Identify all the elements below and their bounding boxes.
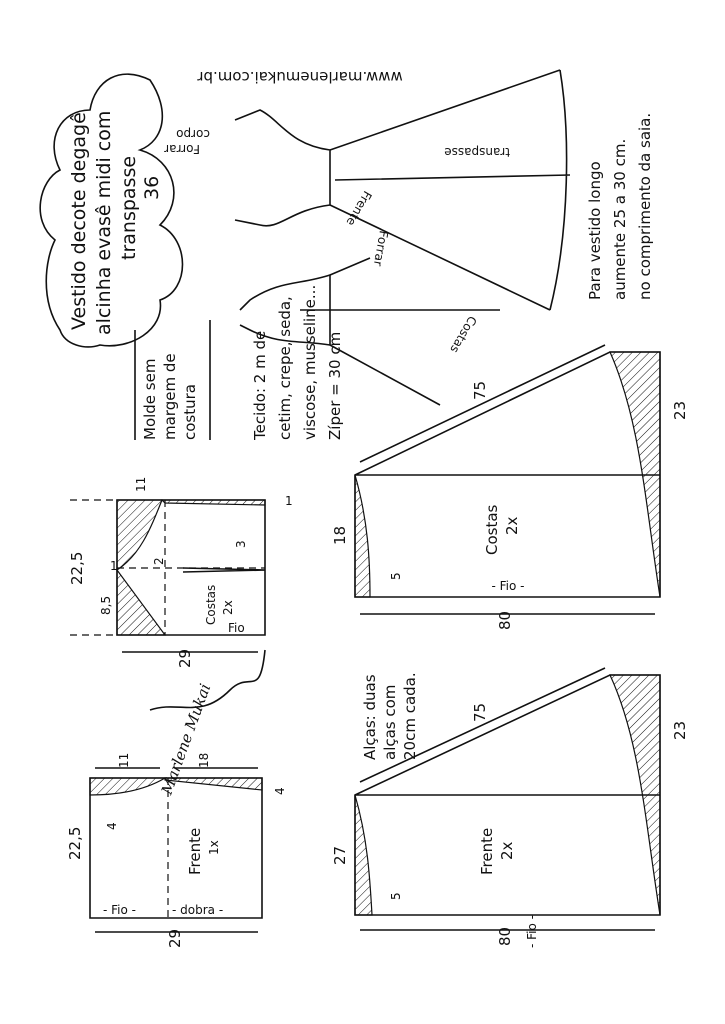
- skirt-front-dart: 5: [389, 892, 403, 900]
- long-dress-line2: aumente 25 a 30 cm.: [611, 139, 629, 300]
- bodice-front-curve: 4: [105, 822, 119, 830]
- fabric-line2: cetim, crepe, seda,: [276, 296, 294, 440]
- bodice-front-edge: 4: [273, 787, 287, 795]
- sketch-forrar: Forrar: [371, 229, 391, 267]
- fabric-line4: Zíper = 30 cm: [326, 332, 344, 440]
- fabric-line1: Tecido: 2 m de: [251, 331, 269, 441]
- skirt-back-diag: 75: [471, 381, 489, 400]
- skirt-front-piece: 75 23 27 5 Frente 2x - Fio - 80: [331, 667, 689, 948]
- skirt-back-side: 18: [331, 526, 349, 545]
- title-size: 36: [141, 176, 163, 200]
- bodice-front-grain: - Fio -: [103, 903, 136, 917]
- skirt-front-length: 80: [496, 927, 514, 946]
- bodice-front-label: Frente: [186, 828, 204, 875]
- bodice-front-height: 22,5: [66, 827, 84, 860]
- bodice-back-grain: Fio: [228, 621, 245, 635]
- straps-line1: Alças: duas: [361, 674, 379, 760]
- note-line2: margem de: [161, 353, 179, 440]
- sketch-costas: Costas: [447, 314, 479, 356]
- straps-line2: alças com: [381, 685, 399, 760]
- skirt-back-length: 80: [496, 611, 514, 630]
- title-cloud: Vestido decote degagê alcinha evasê midi…: [39, 73, 184, 348]
- bodice-front-top2: 18: [197, 753, 211, 768]
- bodice-front-piece: 11 18 22,5 4 4 Frente 1x - Fio - - dobra…: [66, 753, 287, 948]
- bodice-back-dart: 3: [234, 540, 248, 548]
- signature-mark: [149, 649, 266, 711]
- bodice-back-label: Costas: [204, 585, 218, 625]
- bodice-front-top: 11: [117, 753, 131, 768]
- skirt-front-diag: 75: [471, 703, 489, 722]
- skirt-front-hem: 23: [671, 721, 689, 740]
- bodice-back-piece: 11 22,5 8,5 2 3 1 1 Costas 2x Fio 29: [68, 477, 293, 668]
- bodice-back-lower: 8,5: [99, 596, 113, 615]
- long-dress-line3: no comprimento da saia.: [636, 113, 654, 300]
- bodice-back-mark2: 1: [285, 494, 293, 508]
- long-dress-line1: Para vestido longo: [586, 161, 604, 300]
- skirt-front-side: 27: [331, 846, 349, 865]
- skirt-back-piece: 75 23 18 5 Costas 2x - Fio - 80: [331, 344, 689, 630]
- bodice-front-width: 29: [166, 929, 184, 948]
- note-line1: Molde sem: [141, 359, 159, 440]
- bodice-back-width: 29: [176, 649, 194, 668]
- skirt-back-label: Costas: [483, 504, 501, 555]
- skirt-front-label: Frente: [478, 828, 496, 875]
- title-line2: alcinha evasê midi com: [93, 111, 115, 335]
- bodice-back-top: 11: [134, 477, 148, 492]
- bodice-front-count: 1x: [207, 840, 221, 855]
- title-line3: transpasse: [118, 156, 140, 260]
- bodice-back-height: 22,5: [68, 552, 86, 585]
- sketch-frente: Frente: [344, 189, 375, 229]
- sketch-forrar-corpo-2: corpo: [176, 127, 210, 141]
- skirt-back-dart: 5: [389, 572, 403, 580]
- straps-line3: 20cm cada.: [401, 672, 419, 760]
- note-line3: costura: [181, 384, 199, 440]
- bodice-back-count: 2x: [221, 600, 235, 615]
- sketch-transpasse: transpasse: [444, 145, 510, 159]
- title-line1: Vestido decote degagê: [68, 112, 90, 330]
- website-url: www.marlenemukai.com.br: [196, 68, 402, 86]
- skirt-back-hem: 23: [671, 401, 689, 420]
- sketch-forrar-corpo-1: Forrar: [164, 142, 200, 156]
- bodice-front-fold: - dobra -: [172, 903, 223, 917]
- fabric-line3: viscose, musseline...: [301, 285, 319, 440]
- skirt-front-grain: - Fio -: [525, 915, 539, 948]
- bodice-back-mark1: 1: [110, 559, 118, 573]
- skirt-back-grain: - Fio -: [492, 579, 525, 593]
- bodice-back-curve: 2: [152, 557, 166, 565]
- skirt-front-count: 2x: [498, 841, 516, 860]
- skirt-back-count: 2x: [503, 516, 521, 535]
- dress-sketch: Forrar corpo transpasse Frente Forrar Co…: [164, 69, 571, 406]
